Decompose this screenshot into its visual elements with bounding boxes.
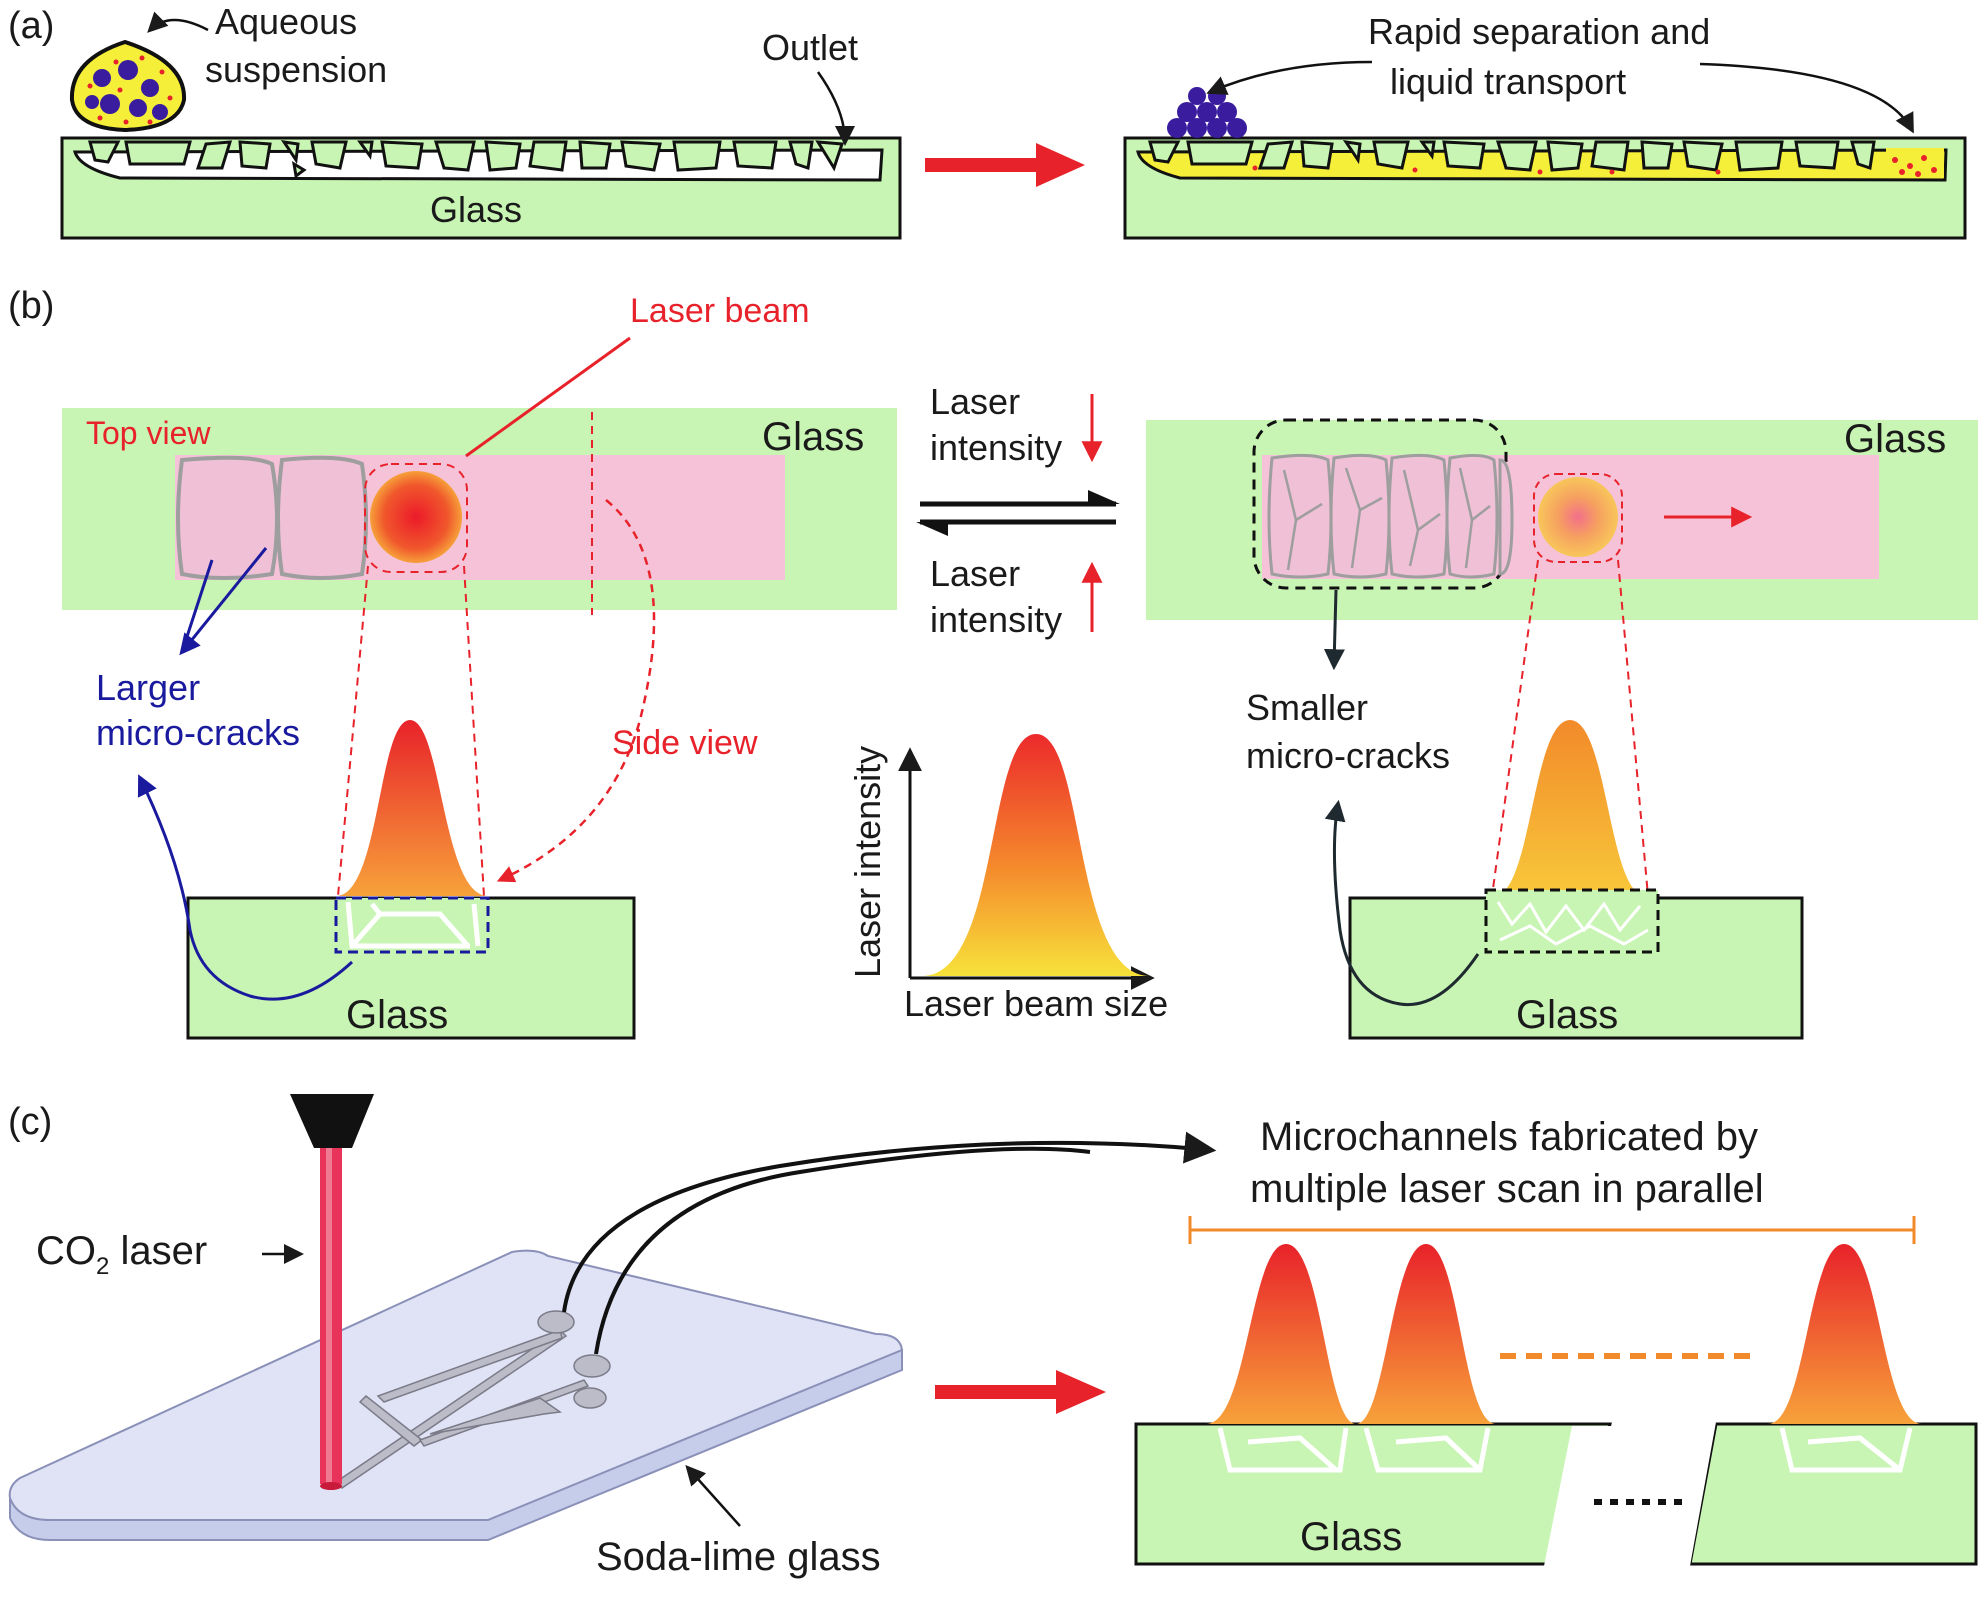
glass-label-c: Glass: [1300, 1515, 1402, 1559]
smaller-cracks-tab: [1498, 458, 1514, 576]
intensity-up-label-2: intensity: [930, 599, 1062, 640]
crack-lines-right: [1496, 901, 1649, 946]
glass-block-c-left-mask: [1544, 1426, 1612, 1566]
crack-cell-1: [176, 455, 279, 580]
projection-right-2: [1617, 559, 1649, 897]
soda-lime-pointer: [685, 1465, 741, 1527]
curve-arrow-1: [562, 1131, 1217, 1313]
micro-label-1: Microchannels fabricated by: [1260, 1115, 1758, 1159]
co2-prefix: CO: [36, 1229, 96, 1273]
laser-spot-box-right: [1533, 473, 1623, 563]
smaller-pointer: [1323, 589, 1345, 671]
panel-a: (a) Glass: [8, 1, 1967, 240]
gaussian-right: [1494, 720, 1646, 896]
laser-beam-highlight: [326, 1148, 332, 1484]
co2-label: CO2 laser: [36, 1229, 207, 1280]
gaussian-c-3: [1768, 1244, 1922, 1424]
side-view-arrow: [496, 499, 656, 883]
larger-label-2: micro-cracks: [96, 712, 300, 753]
laser-beam-pointer: [465, 336, 631, 458]
crack-lines-c: [1217, 1427, 1913, 1473]
aqueous-label-2: suspension: [205, 49, 387, 90]
gaussian-left: [336, 720, 488, 896]
smaller-label-2: micro-cracks: [1246, 735, 1450, 776]
plot-gaussian: [922, 734, 1150, 976]
panel-b-tag: (b): [8, 285, 54, 327]
crack-fragments-a-left: [88, 140, 845, 179]
suspension-dots: [87, 55, 173, 125]
panel-c-tag: (c): [8, 1101, 52, 1143]
dark-curve-arrow: [1324, 799, 1480, 1007]
outlet-dots: [1892, 155, 1937, 177]
blue-curve-arrow: [137, 774, 354, 1001]
intensity-down-label-1: Laser: [930, 381, 1020, 422]
rapid-label-2: liquid transport: [1390, 61, 1626, 102]
top-view-label: Top view: [86, 415, 211, 451]
process-arrow-c: [935, 1370, 1106, 1414]
laser-impact: [320, 1482, 342, 1490]
separated-particles: [1167, 87, 1247, 138]
projection-right-1: [1491, 559, 1539, 897]
glass-label-a-left: Glass: [430, 189, 522, 230]
suspension-particles: [85, 60, 168, 120]
curve-arrow-2: [594, 1146, 1091, 1355]
rapid-label-1: Rapid separation and: [1368, 11, 1710, 52]
co2-suffix: laser: [109, 1229, 207, 1273]
gaussian-c-1: [1206, 1244, 1356, 1424]
blue-pointer-2: [179, 547, 268, 656]
glass-block-c-right: [1688, 1422, 1978, 1566]
microchannel-pattern: [334, 1310, 611, 1489]
glass-block-c-right-mask: [1664, 1422, 1716, 1566]
glass-label-topview-left: Glass: [762, 415, 864, 459]
arrow-rapid-left: [1206, 60, 1373, 95]
projection-left-1: [337, 565, 369, 897]
smaller-label-1: Smaller: [1246, 687, 1368, 728]
process-arrow-a: [925, 143, 1085, 187]
laser-spot-left: [370, 471, 462, 563]
reversible-arrows: [916, 490, 1120, 536]
laser-spot-right: [1538, 477, 1618, 557]
small-crack-lines: [1282, 467, 1491, 571]
glass-label-sideview-left: Glass: [346, 993, 448, 1037]
arrow-outlet: [816, 71, 855, 146]
panel-c: (c) CO2 laser Soda-lime glass Micro: [8, 1094, 1978, 1579]
laser-beam-label: Laser beam: [630, 292, 810, 330]
plot-y-label: Laser intensity: [847, 746, 888, 978]
channel-dots-right: [1252, 165, 1721, 175]
laser-spot-box-left: [364, 463, 468, 573]
intensity-plot: Laser intensity Laser beam size: [847, 734, 1168, 1024]
span-bracket: [1188, 1216, 1916, 1244]
crack-lines-left: [345, 901, 481, 949]
laser-nozzle: [290, 1094, 374, 1148]
plot-x-label: Laser beam size: [904, 983, 1168, 1024]
larger-label-1: Larger: [96, 667, 200, 708]
panel-b: (b) Top view Glass Laser beam Larger mic…: [8, 285, 1978, 1040]
glass-label-sideview-right: Glass: [1516, 993, 1618, 1037]
micro-label-2: multiple laser scan in parallel: [1250, 1167, 1764, 1211]
gaussian-c-2: [1356, 1244, 1496, 1424]
arrow-rapid-right: [1699, 62, 1914, 134]
intensity-up-label-1: Laser: [930, 553, 1020, 594]
arrow-aqueous: [147, 11, 209, 33]
aqueous-label-1: Aqueous: [215, 1, 357, 42]
glass-label-topview-right: Glass: [1844, 417, 1946, 461]
outlet-label: Outlet: [762, 27, 858, 68]
glass-slide-top: [8, 1249, 904, 1521]
soda-lime-label: Soda-lime glass: [596, 1535, 881, 1579]
co2-subscript: 2: [96, 1253, 109, 1280]
projection-left-2: [463, 565, 485, 897]
side-view-label: Side view: [612, 724, 758, 762]
crack-cell-2: [276, 455, 368, 580]
intensity-down-label-2: intensity: [930, 427, 1062, 468]
outlet-collected-liquid: [1886, 148, 1944, 178]
crack-fragments-a-right: [1148, 140, 1876, 172]
panel-a-tag: (a): [8, 5, 54, 47]
